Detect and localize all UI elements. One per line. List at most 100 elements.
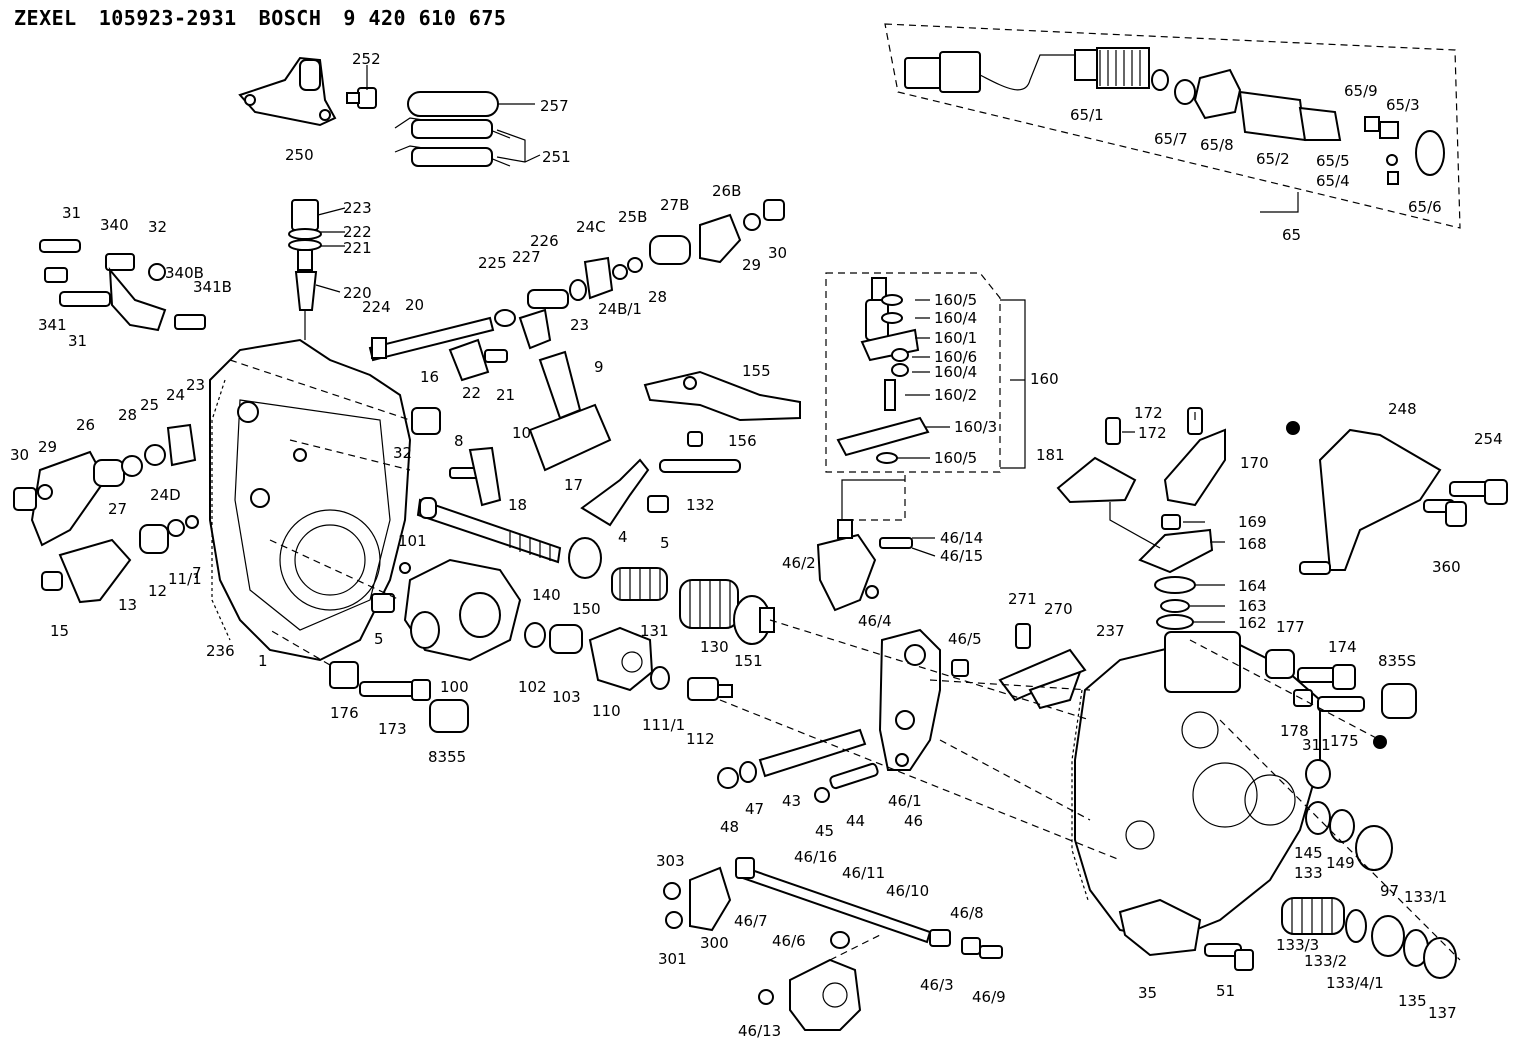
- part-174-175-bolts: [1297, 664, 1365, 712]
- label-110: 110: [592, 702, 621, 720]
- part-30-29-nut-washer-left: [13, 484, 53, 511]
- label-169: 169: [1238, 513, 1267, 531]
- part-181-bracket: [1056, 456, 1137, 504]
- label-26b: 26B: [712, 182, 741, 200]
- header-zexel-number: 105923-2931: [98, 6, 237, 30]
- part-257-sleeve: [407, 91, 499, 117]
- label-46-5: 46/5: [948, 630, 982, 648]
- label-257: 257: [540, 97, 569, 115]
- label-181: 181: [1036, 446, 1065, 464]
- part-254-bolt: [1449, 479, 1508, 505]
- centerline-4: [769, 619, 1091, 721]
- label-16: 16: [420, 368, 439, 386]
- label-224: 224: [362, 298, 391, 316]
- label-4: 4: [618, 528, 628, 546]
- label-65-6: 65/6: [1408, 198, 1442, 216]
- part-135-137-cap: [1403, 929, 1457, 979]
- label-97: 97: [1380, 882, 1399, 900]
- part-177-nut: [1265, 649, 1295, 679]
- part-225-227-lever-set: [494, 279, 587, 350]
- label-26: 26: [76, 416, 95, 434]
- part-24c-plate: [583, 256, 614, 300]
- label-23-left: 23: [186, 376, 205, 394]
- label-160-4-top: 160/4: [934, 309, 977, 327]
- label-248: 248: [1388, 400, 1417, 418]
- label-176: 176: [330, 704, 359, 722]
- label-51: 51: [1216, 982, 1235, 1000]
- label-226: 226: [530, 232, 559, 250]
- label-46-8: 46/8: [950, 904, 984, 922]
- label-172-top: 172: [1134, 404, 1163, 422]
- label-29-top: 29: [742, 256, 761, 274]
- leader-168-181: [1109, 502, 1161, 549]
- label-8355-left: 8355: [428, 748, 466, 766]
- part-5-bolt-left: [371, 593, 395, 613]
- label-43: 43: [782, 792, 801, 810]
- label-133-2: 133/2: [1304, 952, 1347, 970]
- label-24: 24: [166, 386, 185, 404]
- label-24d: 24D: [150, 486, 181, 504]
- label-47: 47: [745, 800, 764, 818]
- part-35-51-bottom: [1118, 898, 1254, 971]
- part-26b-plate: [699, 213, 742, 264]
- part-131-spring: [611, 567, 668, 601]
- part-132-spring: [659, 459, 741, 473]
- label-174: 174: [1328, 638, 1357, 656]
- label-270: 270: [1044, 600, 1073, 618]
- label-5-left: 5: [374, 630, 384, 648]
- label-225: 225: [478, 254, 507, 272]
- part-12-11-7-spring: [139, 515, 199, 554]
- part-22-21-lever: [448, 338, 508, 382]
- label-133-4-1: 133/4/1: [1326, 974, 1384, 992]
- label-45: 45: [815, 822, 834, 840]
- part-252-bolt: [346, 87, 377, 109]
- leader-160: [841, 479, 905, 520]
- label-29-left: 29: [38, 438, 57, 456]
- label-151: 151: [734, 652, 763, 670]
- label-65: 65: [1282, 226, 1301, 244]
- label-46-4: 46/4: [858, 612, 892, 630]
- label-32-mid: 32: [393, 444, 412, 462]
- label-27: 27: [108, 500, 127, 518]
- part-111-1-seal: [650, 666, 670, 690]
- part-162-164-washers: [1154, 576, 1196, 630]
- label-132: 132: [686, 496, 715, 514]
- label-28-left: 28: [118, 406, 137, 424]
- label-31-bottom: 31: [68, 332, 87, 350]
- part-311-disc: [1305, 759, 1331, 789]
- part-223-220-valve-stack: [288, 199, 322, 340]
- label-155: 155: [742, 362, 771, 380]
- label-30-top: 30: [768, 244, 787, 262]
- label-65-7: 65/7: [1154, 130, 1188, 148]
- part-100-coupling: [403, 558, 522, 662]
- group-160-box: [825, 272, 1001, 473]
- label-46-15: 46/15: [940, 547, 983, 565]
- label-12: 12: [148, 582, 167, 600]
- label-164: 164: [1238, 577, 1267, 595]
- part-46-6-washer: [830, 931, 850, 949]
- part-155-lever: [643, 370, 801, 422]
- part-5-screw: [647, 495, 669, 513]
- label-18: 18: [508, 496, 527, 514]
- label-237: 237: [1096, 622, 1125, 640]
- part-151-spring-seat: [733, 595, 775, 645]
- label-137: 137: [1428, 1004, 1457, 1022]
- part-16-nut: [411, 407, 441, 435]
- part-46-14-15-screws: [879, 537, 913, 549]
- part-25-24-24d: [144, 423, 197, 467]
- centerline-1: [229, 359, 411, 421]
- label-32-top: 32: [148, 218, 167, 236]
- part-102-ring: [524, 622, 546, 648]
- part-27b-spring: [649, 235, 691, 265]
- label-163: 163: [1238, 597, 1267, 615]
- label-223: 223: [343, 199, 372, 217]
- part-46-2-lever: [816, 519, 877, 612]
- label-46-11: 46/11: [842, 864, 885, 882]
- label-170: 170: [1240, 454, 1269, 472]
- part-46-3-46-8-46-9-fittings: [929, 929, 1003, 959]
- part-170-lever: [1163, 428, 1226, 507]
- part-46-lever-main: [878, 628, 941, 771]
- label-15: 15: [50, 622, 69, 640]
